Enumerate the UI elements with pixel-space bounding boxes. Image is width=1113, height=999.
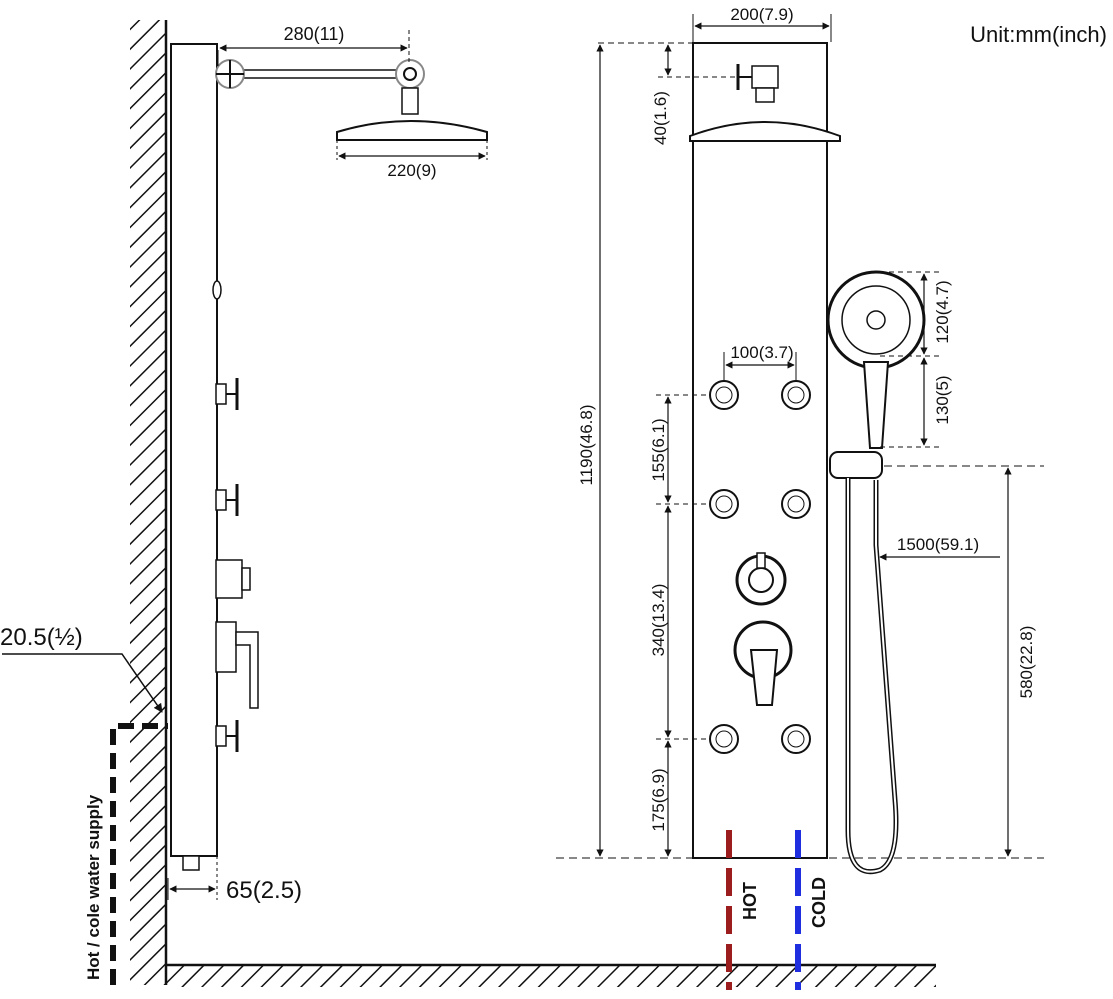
side-knob-1 (215, 378, 239, 410)
side-diverter (215, 559, 251, 599)
dim-row-bottom-label: 175(6.9) (649, 768, 668, 831)
rain-head-neck (401, 87, 419, 115)
rain-head-side (336, 120, 488, 141)
front-view: 200(7.9) 1190(46.8) 40(1.6) 100(3.7) 155… (556, 5, 1044, 990)
dim-handheld-head-label: 120(4.7) (933, 280, 952, 343)
dim-jet-spacing-label: 100(3.7) (730, 343, 793, 362)
dim-row-mid-label: 340(13.4) (649, 584, 668, 657)
panel-bottom-cap (182, 855, 200, 871)
dim-holder-label: 580(22.8) (1017, 626, 1036, 699)
body-jet (781, 489, 811, 519)
dim-arm-label: 280(11) (284, 24, 345, 44)
rotate-joint-left-icon (215, 59, 245, 89)
mixer-lever-icon (733, 620, 793, 706)
side-jet-bump (212, 280, 222, 300)
hot-label: HOT (740, 882, 760, 920)
dim-head-label: 220(9) (387, 161, 436, 180)
dim-handheld-handle-label: 130(5) (933, 375, 952, 424)
front-panel (692, 42, 828, 859)
dim-height-label: 1190(46.8) (577, 405, 596, 486)
pipe-size-leader (2, 653, 163, 713)
supply-label: Hot / cole water supply (84, 794, 103, 980)
hand-shower-icon (826, 270, 926, 449)
top-connector (736, 64, 779, 103)
shower-hose (845, 478, 899, 874)
side-panel (170, 43, 218, 857)
body-jet (709, 489, 739, 519)
dim-hose-label: 1500(59.1) (897, 535, 979, 554)
floor-hatch (166, 965, 936, 987)
cold-label: COLD (809, 877, 829, 928)
side-knob-3 (215, 720, 239, 752)
body-jet (709, 724, 739, 754)
dim-gap-label: 65(2.5) (226, 877, 302, 904)
side-mixer-lever (215, 621, 259, 709)
body-jet (781, 380, 811, 410)
front-rain-head (689, 121, 841, 142)
side-knob-2 (215, 484, 239, 516)
pipe-size-label: 20.5(½) (0, 624, 83, 651)
wall-hatch (130, 20, 166, 985)
dim-offset-label: 40(1.6) (651, 91, 670, 145)
body-jet (709, 380, 739, 410)
rotate-joint-right-icon (395, 59, 425, 89)
hand-shower-holder (829, 451, 883, 479)
unit-label: Unit:mm(inch) (970, 22, 1107, 47)
dim-row-top-label: 155(6.1) (649, 418, 668, 481)
diverter-knob-icon (735, 552, 787, 606)
shower-arm (229, 69, 411, 79)
dim-width-label: 200(7.9) (730, 5, 793, 24)
supply-pipe (110, 723, 168, 985)
side-view: 280(11) 220(9) (0, 20, 936, 987)
body-jet (781, 724, 811, 754)
